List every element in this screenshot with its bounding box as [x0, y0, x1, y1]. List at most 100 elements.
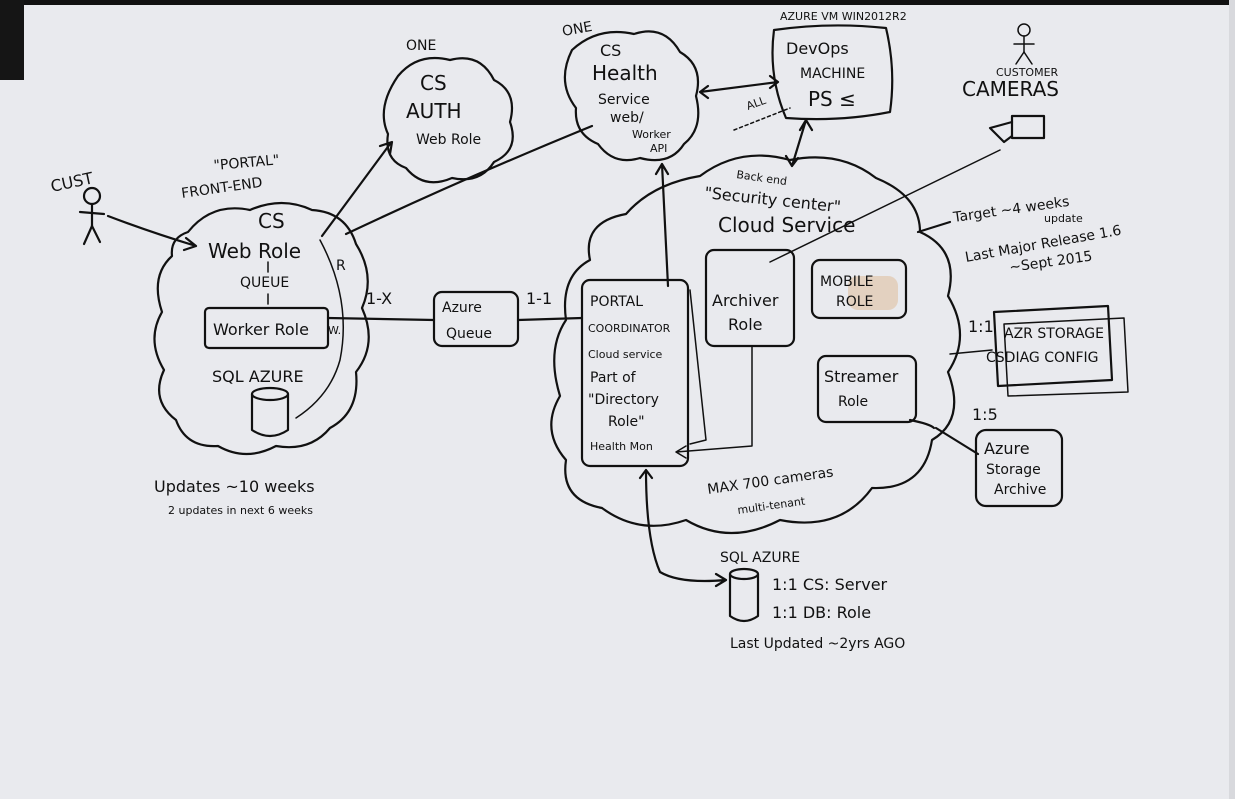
azr-storage-group: 1:1 AZR STORAGE CSDIAG CONFIG: [949, 304, 1129, 397]
line-webrole-to-health: [344, 124, 594, 236]
arrow-coordinator-to-health: [654, 162, 670, 288]
health-line5: Worker: [632, 128, 671, 141]
health-line1: CS: [600, 41, 621, 60]
portal-queue-label: QUEUE: [240, 275, 289, 291]
left-marker-tab: [0, 0, 24, 80]
coord-line2: COORDINATOR: [588, 322, 671, 335]
streamer-role-box: [816, 354, 918, 424]
portal-coordinator-box: [580, 278, 690, 468]
right-edge: [1229, 0, 1235, 799]
auth-line1: CS: [420, 71, 447, 95]
top-edge: [0, 0, 1235, 5]
archive-line2: Storage: [986, 462, 1041, 478]
worker-role-box: [203, 306, 330, 350]
arrow-coordinator-to-sql: [638, 468, 728, 588]
devops-header: AZURE VM WIN2012R2: [780, 10, 907, 23]
health-line2: Health: [592, 61, 658, 85]
health-cloud-outline: [563, 30, 700, 162]
mobile-role-box: [810, 258, 908, 320]
auth-header: ONE: [406, 38, 436, 54]
webrole-to-sql-curve: [295, 239, 344, 419]
line-streamer-to-archive: [908, 418, 980, 456]
coord-line6: Role": [608, 414, 645, 430]
line-azure-queue-to-coordinator: [516, 316, 584, 322]
health-line4: web/: [610, 110, 644, 126]
line-cameras-to-archiver: [769, 149, 1001, 263]
cs-webrole-line1: CS: [258, 209, 285, 233]
portal-updates-line2: 2 updates in next 6 weeks: [168, 504, 313, 517]
devops-line2: MACHINE: [800, 66, 865, 82]
portal-sql-database-icon: [250, 386, 290, 438]
coord-line7: Health Mon: [590, 440, 653, 453]
line-worker-to-azure-queue: [326, 316, 436, 322]
worker-suffix-label: W.: [328, 324, 341, 337]
cust-stick-figure-icon: [78, 186, 106, 246]
health-line3: Service: [598, 92, 650, 108]
cameras-line1: CUSTOMER: [996, 66, 1059, 79]
mobile-line1: MOBILE: [820, 274, 873, 290]
azure-queue-line2: Queue: [446, 326, 492, 342]
streamer-line1: Streamer: [824, 367, 899, 386]
line-backend-to-azr-storage: [949, 349, 993, 355]
target-note-pointer: [916, 220, 952, 234]
streamer-line2: Role: [838, 394, 868, 410]
coord-line4: Part of: [590, 370, 637, 386]
archive-line1: Azure: [984, 439, 1030, 458]
devops-line3: PS ≤: [808, 87, 856, 111]
sql-bottom-header: SQL AZURE: [720, 550, 800, 566]
sql-bottom-footer: Last Updated ~2yrs AGO: [730, 636, 905, 652]
customer-cameras-group: CUSTOMER CAMERAS: [962, 23, 1059, 144]
cs-webrole-line2: Web Role: [208, 239, 301, 263]
azr-storage-box-back: [1003, 317, 1129, 397]
arrow-archiver-to-coordinator: [675, 345, 753, 459]
backend-cloud-outline: [550, 154, 962, 534]
portal-sql-azure-label: SQL AZURE: [212, 367, 304, 386]
azure-queue-line1: Azure: [442, 300, 482, 316]
azr-storage-box: [992, 304, 1114, 388]
portal-front-end-group: "PORTAL" FRONT-END CS Web Role QUEUE Wor…: [153, 152, 370, 517]
devops-all-dotted-arrow: [733, 107, 791, 131]
auth-line2: AUTH: [406, 99, 462, 123]
coord-line3: Cloud service: [588, 348, 663, 361]
devops-box: [771, 24, 894, 121]
coord-line1: PORTAL: [590, 294, 643, 310]
arrow-cust-to-webrole: [106, 214, 198, 252]
cs-health-group: ONE CS Health Service web/ Worker API: [561, 19, 700, 162]
auth-line3: Web Role: [416, 132, 481, 148]
mobile-role-stain: [848, 276, 898, 310]
portal-updates-line1: Updates ~10 weeks: [154, 477, 315, 496]
worker-role-label: Worker Role: [213, 320, 309, 339]
azure-archive-group: 1:5 Azure Storage Archive: [908, 405, 1064, 508]
coord-line5: "Directory: [588, 392, 659, 408]
sql-bottom-line1: 1:1 CS: Server: [772, 575, 888, 594]
mobile-line2: ROLE: [836, 294, 873, 310]
target-line2: update: [1044, 212, 1083, 225]
health-line6: API: [650, 142, 667, 155]
ratio-storage-label: 1:1: [968, 317, 994, 336]
health-header: ONE: [561, 19, 594, 40]
sql-bottom-group: SQL AZURE 1:1 CS: Server 1:1 DB: Role La…: [638, 468, 905, 652]
archiver-role-box: [704, 248, 796, 348]
archiver-line2: Role: [728, 315, 762, 334]
cameras-line2: CAMERAS: [962, 77, 1059, 101]
backend-title-3: Cloud Service: [718, 213, 855, 237]
sql-bottom-database-icon: [728, 567, 760, 623]
link-label-1-x: 1-X: [366, 289, 392, 308]
ratio-archive-label: 1:5: [972, 405, 998, 424]
r-mark-label: R: [336, 258, 346, 274]
devops-line1: DevOps: [786, 39, 849, 58]
azure-archive-box: [974, 428, 1064, 508]
archive-line3: Archive: [994, 482, 1046, 498]
archiver-line1: Archiver: [712, 291, 779, 310]
line-coordinator-back: [689, 289, 707, 445]
sql-bottom-line2: 1:1 DB: Role: [772, 603, 871, 622]
portal-cloud-outline: [153, 201, 370, 456]
link-label-1-1: 1-1: [526, 289, 552, 308]
arrow-webrole-to-auth: [320, 140, 394, 238]
azr-storage-line2: CSDIAG CONFIG: [986, 350, 1099, 366]
camera-icon: [988, 114, 1046, 144]
portal-title-1: "PORTAL": [213, 152, 280, 174]
azr-storage-line1: AZR STORAGE: [1004, 326, 1104, 342]
